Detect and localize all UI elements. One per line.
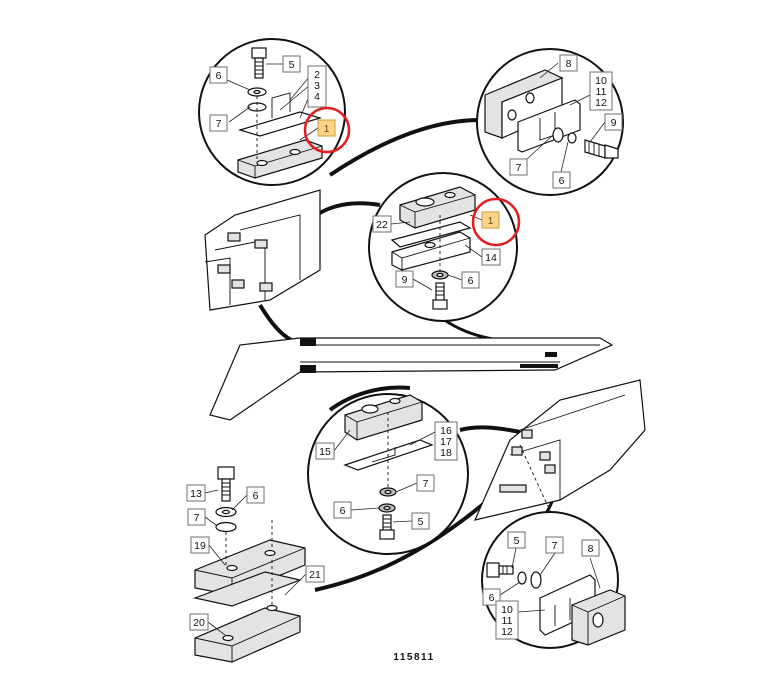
labels-bottom-left: 13 6 7 19 21 20 xyxy=(186,484,325,631)
label-part-9: 9 xyxy=(402,274,408,286)
callout-top-right xyxy=(476,48,624,196)
connector-arc xyxy=(328,385,411,412)
label-part-13: 13 xyxy=(190,488,202,500)
label-part-20: 20 xyxy=(193,617,205,629)
label-part-15: 15 xyxy=(319,446,331,458)
label-part-19: 19 xyxy=(194,540,206,552)
connector-arc xyxy=(328,118,481,177)
label-part-11: 11 xyxy=(502,615,513,627)
label-part-6: 6 xyxy=(340,505,346,517)
callout-bottom-left xyxy=(192,466,306,663)
labels-top-left: 5 6 2 3 4 7 1 xyxy=(209,55,336,137)
label-part-6: 6 xyxy=(468,275,474,287)
labels-top-right: 8 10 11 12 9 7 6 xyxy=(509,54,623,189)
label-part-5: 5 xyxy=(289,59,295,71)
label-part-5: 5 xyxy=(514,535,520,547)
labels-center-lower: 15 16 17 18 7 6 5 xyxy=(315,421,458,530)
connector-arc xyxy=(314,488,502,592)
leader-lines xyxy=(204,62,606,636)
label-part-5: 5 xyxy=(418,516,424,528)
label-part-7: 7 xyxy=(552,540,558,552)
label-part-6: 6 xyxy=(559,175,565,187)
label-part-17: 17 xyxy=(440,436,452,448)
label-part-11: 11 xyxy=(596,86,607,98)
callout-top-left xyxy=(198,38,346,186)
label-part-18: 18 xyxy=(440,447,452,459)
label-part-1-highlighted: 1 xyxy=(488,215,494,227)
label-part-22: 22 xyxy=(376,219,388,231)
label-part-1-highlighted: 1 xyxy=(324,123,330,135)
label-part-7: 7 xyxy=(516,162,522,174)
drawing-number: 115811 xyxy=(393,652,434,663)
label-part-10: 10 xyxy=(595,75,607,87)
label-part-6: 6 xyxy=(253,490,259,502)
label-part-12: 12 xyxy=(595,97,607,109)
highlight-circle-top-left xyxy=(303,106,351,154)
label-part-2: 2 xyxy=(314,69,320,81)
label-part-12: 12 xyxy=(501,626,513,638)
label-part-7: 7 xyxy=(216,118,222,130)
label-part-16: 16 xyxy=(440,425,452,437)
frame-upper-left xyxy=(204,189,321,311)
label-part-3: 3 xyxy=(314,80,320,92)
label-part-4: 4 xyxy=(314,91,320,103)
label-part-6: 6 xyxy=(489,592,495,604)
label-part-21: 21 xyxy=(309,569,321,581)
label-part-7: 7 xyxy=(423,478,429,490)
connector-arc xyxy=(459,425,521,434)
label-part-8: 8 xyxy=(588,543,594,555)
boom-assembly xyxy=(209,337,614,421)
frame-lower-right xyxy=(473,379,646,531)
label-part-10: 10 xyxy=(501,604,513,616)
label-part-7: 7 xyxy=(194,512,200,524)
callout-center-lower xyxy=(307,393,469,555)
label-part-6: 6 xyxy=(216,70,222,82)
callout-middle xyxy=(368,172,518,322)
label-part-9: 9 xyxy=(611,117,617,129)
label-part-8: 8 xyxy=(566,58,572,70)
highlight-circle-middle xyxy=(471,197,521,247)
labels-middle: 22 1 14 9 6 xyxy=(372,211,501,289)
labels-bottom-right: 5 7 8 6 10 11 12 xyxy=(482,531,600,640)
label-part-14: 14 xyxy=(485,252,497,264)
